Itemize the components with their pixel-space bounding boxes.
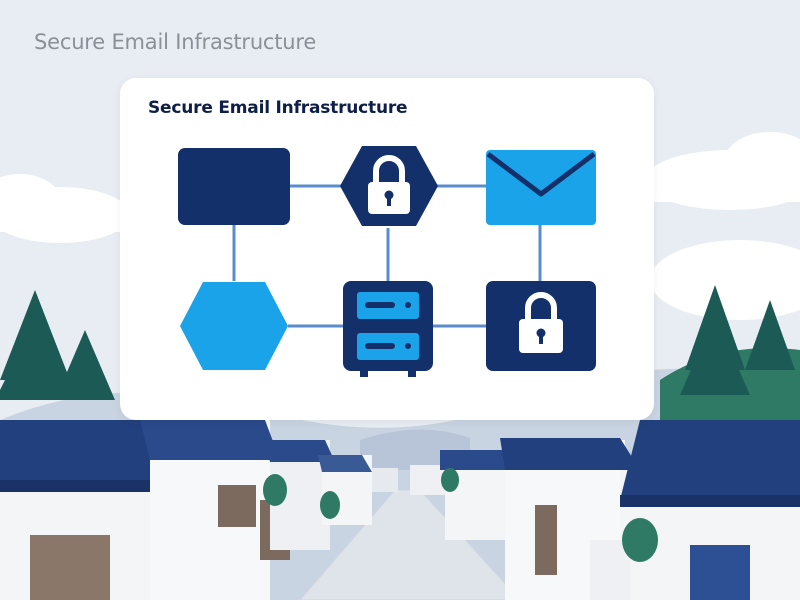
shrub — [263, 468, 658, 562]
diagram-edges — [232, 184, 542, 328]
cloud-right — [645, 132, 800, 320]
house-left-front — [0, 420, 180, 600]
hexagon-bottom-left — [180, 282, 288, 370]
card-title: Secure Email Infrastructure — [148, 98, 408, 118]
tree-left — [0, 290, 115, 400]
square-top-left — [178, 148, 290, 225]
server-icon — [357, 292, 419, 377]
envelope-icon — [486, 150, 596, 225]
envelope — [486, 150, 596, 225]
padlock-icon — [368, 155, 410, 214]
cloud-left — [0, 174, 130, 243]
server — [343, 281, 433, 377]
house-right-front — [590, 420, 800, 600]
page-title: Secure Email Infrastructure — [34, 30, 317, 54]
infrastructure-diagram — [178, 146, 596, 377]
tree-right — [680, 285, 795, 395]
padlock-icon — [519, 292, 563, 353]
lock-hexagon — [340, 146, 438, 226]
diagram-card: Secure Email Infrastructure — [120, 78, 654, 420]
lock-square — [486, 281, 596, 371]
